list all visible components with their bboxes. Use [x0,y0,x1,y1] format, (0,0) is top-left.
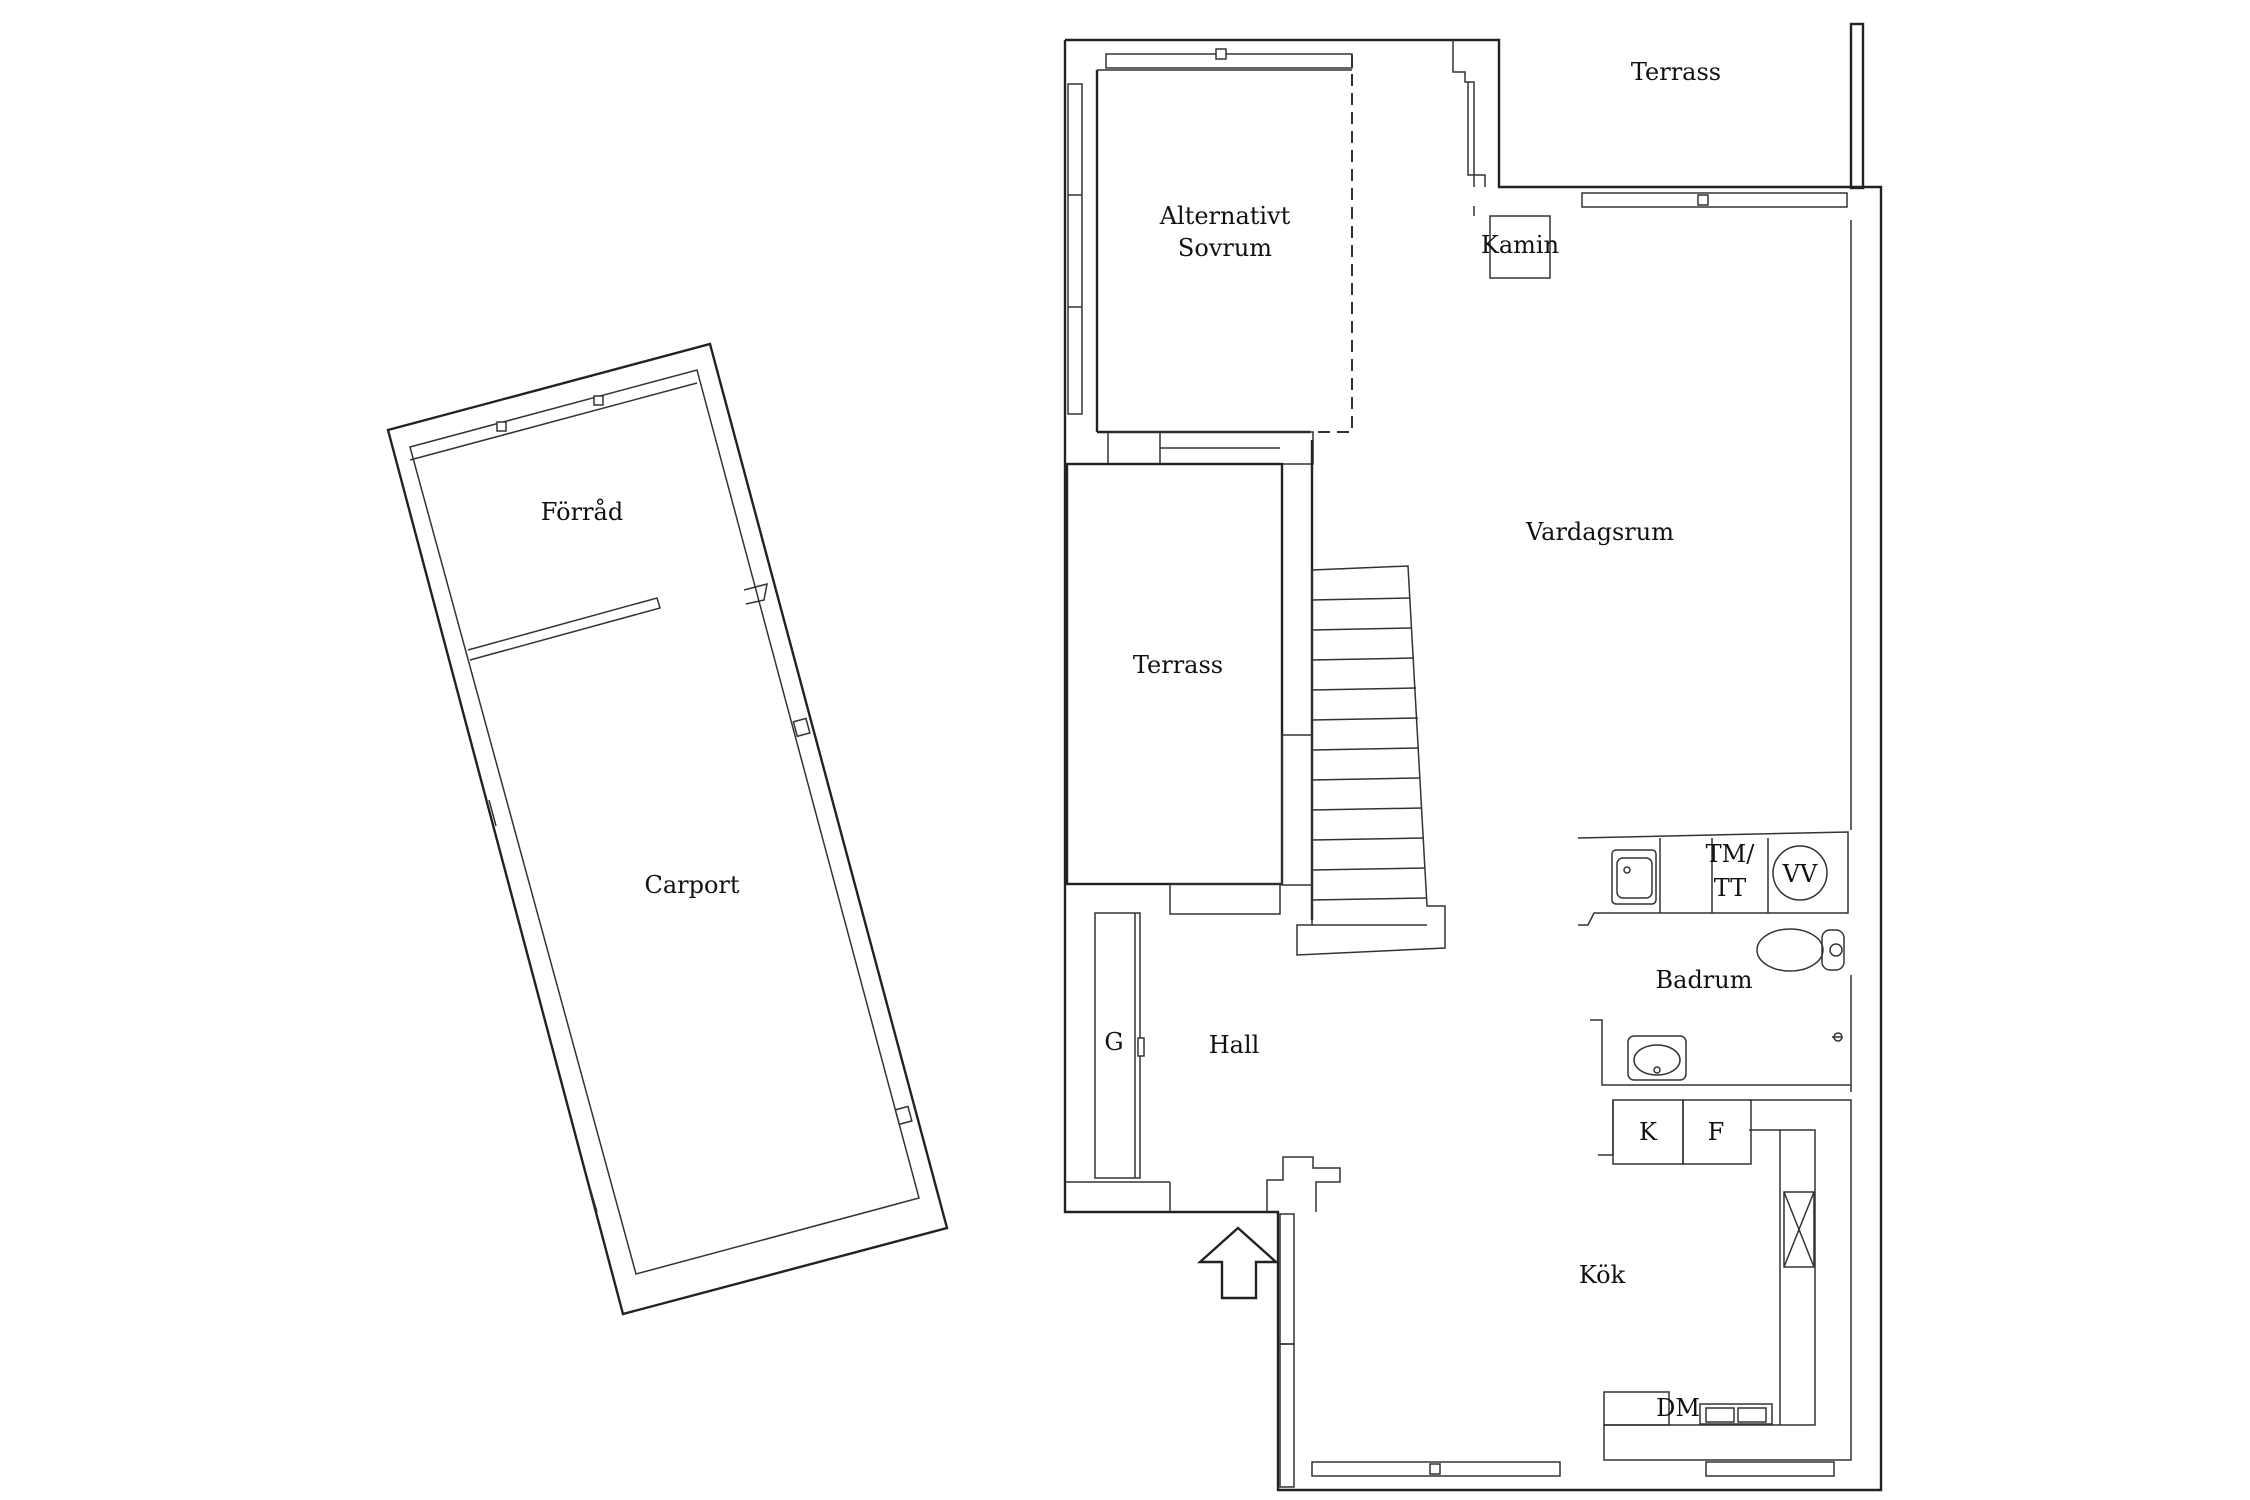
stair-step [1311,687,1417,691]
freezer-f [1682,1099,1752,1165]
terrace-railing [1849,22,1865,190]
kamin-column-inner [1467,82,1486,187]
kamin-column [1452,40,1475,187]
label-f: F [1708,1118,1725,1146]
label-badrum: Badrum [1656,966,1753,994]
terrass-window [1169,883,1281,915]
stove-diag [1783,1191,1815,1268]
laundry-sink [1611,849,1657,905]
kamin-hearth [1489,215,1551,279]
laundry-drain [1623,866,1631,874]
kitchen-sink-icon [1699,1403,1773,1425]
carport-post [589,1187,598,1213]
wardrobe-handle [1137,1037,1145,1057]
forrad-divider-end [743,582,768,605]
carport-post-mark [894,1105,913,1126]
stove-top [1783,1191,1815,1268]
stair-step [1311,717,1419,721]
window-mark [1697,194,1709,206]
vardagsrum-window [1581,192,1848,208]
toilet-icon [1756,928,1845,972]
kitchen-bottom-window-2 [1705,1461,1835,1477]
label-vardagsrum: Vardagsrum [1525,518,1674,546]
label-kok: Kök [1579,1261,1626,1289]
entrance-arrow [1196,1226,1280,1300]
window-mark [496,421,507,432]
label-terrass-left: Terrass [1133,651,1223,679]
label-alternativt: Alternativt [1159,202,1291,230]
stair-step [1311,897,1427,901]
label-kamin: Kamin [1481,231,1559,259]
sink-icon [1627,1035,1687,1081]
stair-step [1311,807,1423,811]
laundry-sink-basin [1616,857,1653,899]
window-mark [593,395,604,406]
outbuilding [386,342,949,1316]
sovrum-open-boundary [1310,55,1353,433]
stair-outline [1296,565,1446,956]
staircase [1296,565,1446,956]
label-dm: DM [1656,1394,1700,1422]
window-mark [1429,1463,1441,1475]
kitchen-left-window [1279,1343,1295,1488]
forrad-window [409,382,698,461]
laundry-counter [1577,831,1849,926]
stair-step [1311,867,1426,871]
label-sovrum: Sovrum [1178,234,1272,262]
stair-step [1311,837,1425,841]
forrad-divider [467,597,661,661]
label-terrass-top: Terrass [1631,58,1721,86]
outbuilding-inner-wall [409,369,920,1275]
badrum-wall [1590,1019,1851,1086]
stair-step [1311,657,1415,661]
label-vv: VV [1782,860,1818,888]
carport-post-mark [792,717,811,738]
water-heater [1772,845,1828,901]
label-tm: TM/ [1706,840,1756,868]
label-forrad: Förråd [541,497,623,526]
label-g: G [1104,1028,1123,1056]
outbuilding-outline [386,342,949,1316]
dishwasher [1603,1391,1670,1426]
left-window [1067,83,1083,415]
carport-post [488,799,497,827]
label-k: K [1639,1118,1658,1146]
stair-step [1311,597,1411,601]
kitchen-right-counter [1603,1099,1852,1461]
stair-step [1311,777,1421,781]
label-hall: Hall [1209,1031,1260,1059]
main-house [1063,22,1883,1492]
terrass-side [1281,734,1313,886]
label-tt: TT [1714,874,1746,902]
kitchen-bottom-window [1311,1461,1561,1477]
house-outer-wall [1063,38,1883,1492]
stair-step [1311,627,1413,631]
stair-step [1311,747,1420,751]
kitchen-left-window [1279,1213,1295,1345]
entry-pillar [1266,1156,1341,1212]
sovrum-window [1105,53,1353,69]
window-mark [1215,48,1227,60]
label-carport: Carport [644,871,739,899]
